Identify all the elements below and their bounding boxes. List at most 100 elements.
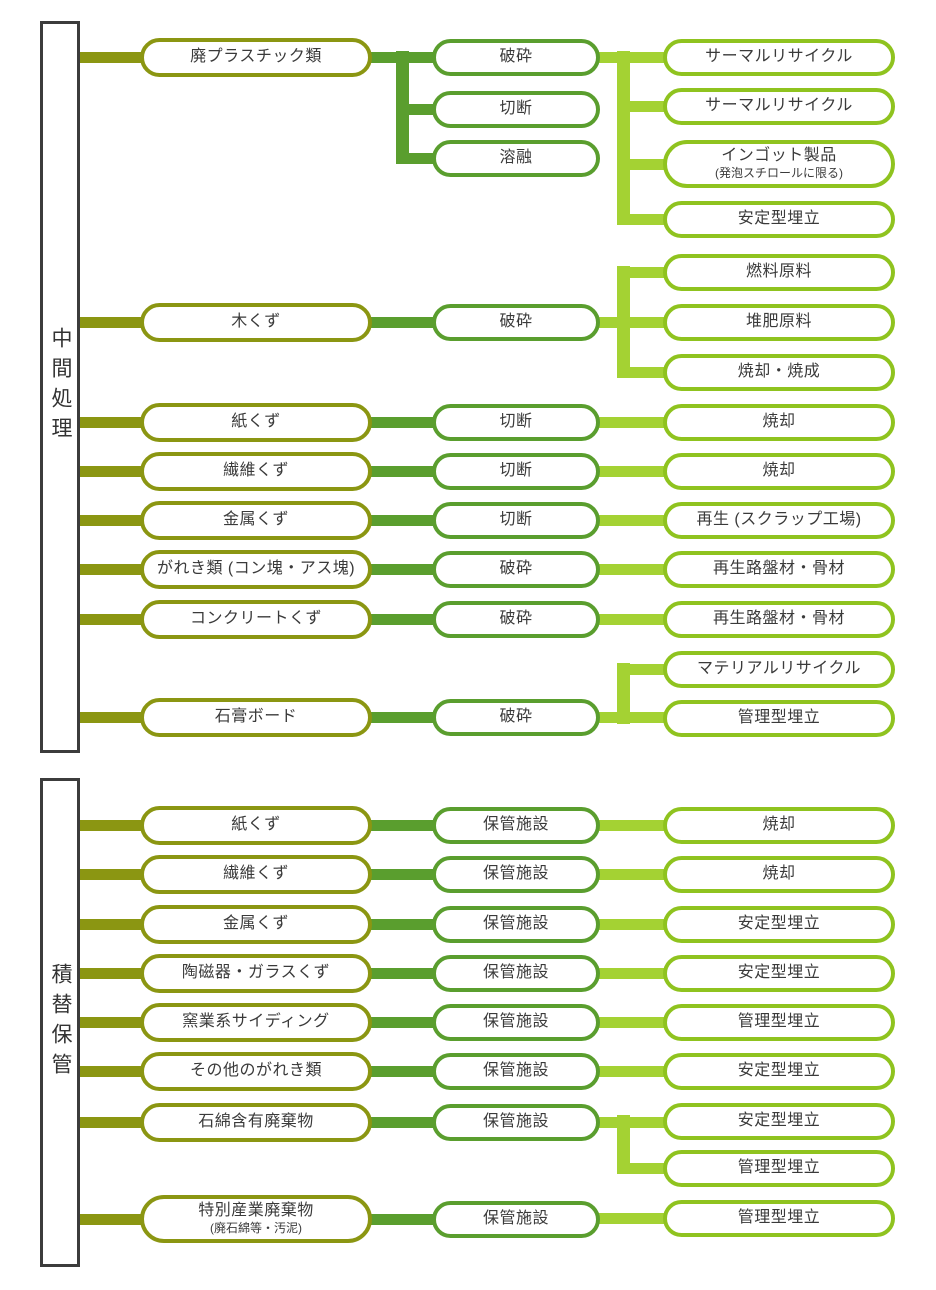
waste-type-node: 特別産業廃棄物(廃石綿等・汚泥)	[140, 1195, 372, 1243]
node-label: 切断	[499, 462, 533, 480]
connector-treatment-line	[366, 1214, 438, 1225]
connector-disposal-line	[594, 820, 669, 831]
connector-waste-line	[78, 1117, 146, 1128]
node-label: 安定型埋立	[737, 1062, 821, 1080]
disposal-node: 再生路盤材・骨材	[663, 601, 895, 638]
branch-disposal-stub	[617, 664, 669, 675]
disposal-node: 焼却・焼成	[663, 354, 895, 391]
branch-disposal-stub	[617, 367, 669, 378]
node-label: 破砕	[499, 313, 533, 331]
node-label: 再生路盤材・骨材	[712, 610, 845, 628]
node-label: がれき類 (コン塊・アス塊)	[156, 560, 356, 578]
node-label: 木くず	[231, 313, 281, 331]
disposal-node: インゴット製品(発泡スチロールに限る)	[663, 140, 895, 188]
node-label: 窯業系サイディング	[182, 1013, 330, 1031]
disposal-node: 堆肥原料	[663, 304, 895, 341]
treatment-node: 保管施設	[432, 955, 600, 992]
waste-type-node: その他のがれき類	[140, 1052, 372, 1091]
node-label: 保管施設	[482, 1013, 549, 1031]
connector-treatment-line	[366, 417, 438, 428]
node-label: 保管施設	[482, 915, 549, 933]
node-label: 管理型埋立	[737, 709, 821, 727]
node-label: 繊維くず	[222, 865, 289, 883]
section-label-transfer-storage: 積替保管	[49, 962, 72, 1083]
node-label: 溶融	[499, 149, 533, 167]
branch-treatment-stub	[396, 104, 438, 115]
branch-disposal-vertical	[617, 51, 630, 225]
connector-treatment-line	[366, 919, 438, 930]
node-label: 切断	[499, 413, 533, 431]
node-label: 保管施設	[482, 1062, 549, 1080]
node-label: サーマルリサイクル	[705, 97, 853, 115]
connector-disposal-line	[594, 564, 669, 575]
node-label: 破砕	[499, 708, 533, 726]
connector-treatment-line	[366, 614, 438, 625]
disposal-node: 燃料原料	[663, 254, 895, 291]
disposal-node: 安定型埋立	[663, 1053, 895, 1090]
branch-disposal-stub	[617, 159, 669, 170]
treatment-node: 切断	[432, 404, 600, 441]
branch-disposal-vertical	[617, 663, 630, 724]
waste-type-node: コンクリートくず	[140, 600, 372, 639]
section-label-intermediate: 中間処理	[49, 327, 72, 447]
connector-waste-line	[78, 317, 146, 328]
waste-type-node: 木くず	[140, 303, 372, 342]
node-sublabel: (発泡スチロールに限る)	[715, 165, 843, 180]
connector-treatment-line	[366, 1117, 438, 1128]
treatment-node: 切断	[432, 502, 600, 539]
treatment-node: 破砕	[432, 601, 600, 638]
treatment-node: 保管施設	[432, 1104, 600, 1141]
waste-type-node: 紙くず	[140, 403, 372, 442]
node-label: 紙くず	[231, 816, 281, 834]
disposal-node: 安定型埋立	[663, 955, 895, 992]
connector-waste-line	[78, 614, 146, 625]
connector-disposal-line	[594, 968, 669, 979]
waste-type-node: 窯業系サイディング	[140, 1003, 372, 1042]
node-label: インゴット製品	[721, 147, 837, 165]
disposal-node: 管理型埋立	[663, 1004, 895, 1041]
connector-disposal-line	[594, 515, 669, 526]
node-label: マテリアルリサイクル	[696, 660, 862, 678]
node-label: サーマルリサイクル	[705, 48, 853, 66]
treatment-node: 破砕	[432, 39, 600, 76]
connector-disposal-line	[594, 1066, 669, 1077]
node-label: 金属くず	[222, 511, 289, 529]
node-label: 保管施設	[482, 1210, 549, 1228]
waste-type-node: 紙くず	[140, 806, 372, 845]
node-label: 金属くず	[222, 915, 289, 933]
node-label: 陶磁器・ガラスくず	[181, 964, 331, 982]
node-label: 焼却	[762, 865, 796, 883]
waste-type-node: 金属くず	[140, 501, 372, 540]
node-label: 再生 (スクラップ工場)	[696, 511, 862, 529]
node-label: 保管施設	[482, 816, 549, 834]
node-label: 管理型埋立	[737, 1159, 821, 1177]
waste-type-node: 石膏ボード	[140, 698, 372, 737]
disposal-node: サーマルリサイクル	[663, 88, 895, 125]
disposal-node: 安定型埋立	[663, 906, 895, 943]
connector-treatment-line	[366, 515, 438, 526]
waste-type-node: 金属くず	[140, 905, 372, 944]
node-label: 保管施設	[482, 1113, 549, 1131]
connector-disposal-line	[594, 466, 669, 477]
node-label: 燃料原料	[745, 263, 812, 281]
connector-waste-line	[78, 515, 146, 526]
treatment-node: 保管施設	[432, 1201, 600, 1238]
connector-treatment-line	[366, 712, 438, 723]
branch-disposal-stub	[617, 1163, 669, 1174]
section-bracket-transfer-storage: 積替保管	[40, 778, 80, 1267]
connector-treatment-line	[366, 820, 438, 831]
node-label: 焼却	[762, 462, 796, 480]
node-label: 堆肥原料	[745, 313, 812, 331]
connector-treatment-line	[366, 564, 438, 575]
connector-waste-line	[78, 1066, 146, 1077]
disposal-node: マテリアルリサイクル	[663, 651, 895, 688]
node-label: 安定型埋立	[737, 964, 821, 982]
waste-type-node: 石綿含有廃棄物	[140, 1103, 372, 1142]
connector-disposal-line	[594, 52, 669, 63]
treatment-node: 破砕	[432, 699, 600, 736]
node-label: その他のがれき類	[189, 1062, 322, 1080]
node-label: 保管施設	[482, 865, 549, 883]
waste-type-node: 繊維くず	[140, 855, 372, 894]
node-label: 焼却	[762, 816, 796, 834]
node-sublabel: (廃石綿等・汚泥)	[210, 1220, 302, 1235]
